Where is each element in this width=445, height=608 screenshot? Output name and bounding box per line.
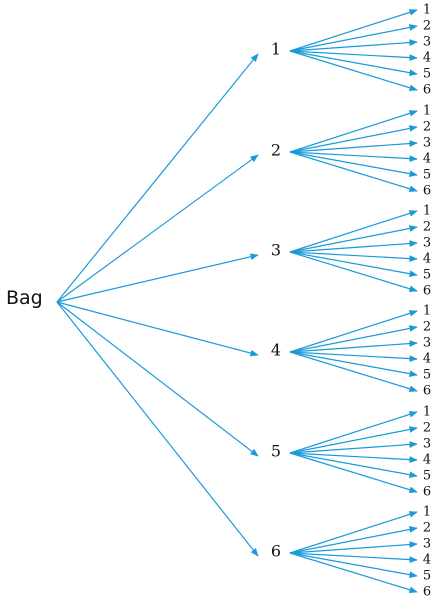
level1-label-3: 3 xyxy=(271,241,281,260)
level2-label-6-5: 5 xyxy=(423,569,431,584)
level2-label-1-6: 6 xyxy=(423,83,431,98)
edge-4-to-5 xyxy=(289,351,418,377)
level1-label-4: 4 xyxy=(271,341,281,360)
edge-2-to-2 xyxy=(289,125,418,153)
level2-label-5-3: 3 xyxy=(423,437,431,452)
edge-3-to-4 xyxy=(289,251,418,262)
edge-5-to-2 xyxy=(289,426,418,454)
edge-3-to-1 xyxy=(289,210,418,253)
edge-1-to-5 xyxy=(289,50,418,76)
edge-6-to-4 xyxy=(289,552,418,563)
level2-label-6-2: 2 xyxy=(423,521,431,536)
level2-label-1-1: 1 xyxy=(423,3,431,18)
level2-label-4-5: 5 xyxy=(423,368,431,383)
level2-label-5-1: 1 xyxy=(423,405,431,420)
level2-label-5-2: 2 xyxy=(423,421,431,436)
level1-label-5: 5 xyxy=(271,442,281,461)
edge-2-to-6 xyxy=(289,151,418,192)
level2-label-3-4: 4 xyxy=(423,252,431,267)
level2-label-5-5: 5 xyxy=(423,469,431,484)
level2-label-2-4: 4 xyxy=(423,152,431,167)
edge-root-to-4 xyxy=(56,301,259,357)
level2-label-6-1: 1 xyxy=(423,505,431,520)
edge-4-to-2 xyxy=(289,325,418,353)
level2-label-2-6: 6 xyxy=(423,184,431,199)
level2-label-3-5: 5 xyxy=(423,268,431,283)
edge-3-to-3 xyxy=(289,240,418,253)
edge-6-to-5 xyxy=(289,552,418,578)
edge-4-to-6 xyxy=(289,351,418,392)
level1-label-6: 6 xyxy=(271,542,281,561)
level2-label-5-6: 6 xyxy=(423,485,431,500)
level1-label-1: 1 xyxy=(271,40,281,59)
edge-6-to-1 xyxy=(289,511,418,554)
level2-label-4-3: 3 xyxy=(423,336,431,351)
level2-label-4-2: 2 xyxy=(423,320,431,335)
level2-label-5-4: 4 xyxy=(423,453,431,468)
edge-3-to-2 xyxy=(289,225,418,253)
level2-label-4-4: 4 xyxy=(423,352,431,367)
level2-label-4-1: 1 xyxy=(423,304,431,319)
edge-root-to-5 xyxy=(56,301,259,457)
edge-5-to-5 xyxy=(289,452,418,478)
level1-label-2: 2 xyxy=(271,141,281,160)
edge-4-to-1 xyxy=(289,310,418,353)
edge-2-to-1 xyxy=(289,110,418,153)
edge-1-to-4 xyxy=(289,50,418,61)
edge-root-to-3 xyxy=(56,253,259,303)
level2-label-3-1: 1 xyxy=(423,204,431,219)
labels-layer: Bag 112345621234563123456412345651234566… xyxy=(6,3,431,600)
level2-label-1-2: 2 xyxy=(423,19,431,34)
edge-2-to-3 xyxy=(289,140,418,153)
edges-layer xyxy=(56,9,418,593)
level2-label-6-6: 6 xyxy=(423,585,431,600)
level2-label-2-2: 2 xyxy=(423,120,431,135)
edge-4-to-3 xyxy=(289,340,418,353)
level2-label-3-6: 6 xyxy=(423,284,431,299)
level2-label-1-4: 4 xyxy=(423,51,431,66)
level2-label-2-3: 3 xyxy=(423,136,431,151)
level2-label-1-3: 3 xyxy=(423,35,431,50)
edge-5-to-4 xyxy=(289,452,418,463)
level2-label-4-6: 6 xyxy=(423,384,431,399)
edge-6-to-2 xyxy=(289,526,418,554)
edge-2-to-4 xyxy=(289,151,418,162)
level2-label-6-3: 3 xyxy=(423,537,431,552)
edge-6-to-3 xyxy=(289,541,418,554)
root-node-label: Bag xyxy=(6,287,43,309)
edge-3-to-5 xyxy=(289,251,418,277)
edge-1-to-6 xyxy=(289,50,418,91)
edge-3-to-6 xyxy=(289,251,418,292)
edge-root-to-2 xyxy=(56,154,259,303)
edge-4-to-4 xyxy=(289,351,418,362)
edge-2-to-5 xyxy=(289,151,418,177)
edge-1-to-1 xyxy=(289,9,418,52)
edge-1-to-2 xyxy=(289,24,418,52)
level2-label-1-5: 5 xyxy=(423,67,431,82)
level2-label-6-4: 4 xyxy=(423,553,431,568)
level2-label-2-1: 1 xyxy=(423,104,431,119)
level2-label-3-2: 2 xyxy=(423,220,431,235)
edge-5-to-6 xyxy=(289,452,418,493)
level2-label-2-5: 5 xyxy=(423,168,431,183)
edge-root-to-1 xyxy=(56,53,259,303)
edge-root-to-6 xyxy=(56,301,259,557)
edge-5-to-3 xyxy=(289,441,418,454)
level2-label-3-3: 3 xyxy=(423,236,431,251)
edge-1-to-3 xyxy=(289,39,418,52)
edge-6-to-6 xyxy=(289,552,418,593)
edge-5-to-1 xyxy=(289,411,418,454)
